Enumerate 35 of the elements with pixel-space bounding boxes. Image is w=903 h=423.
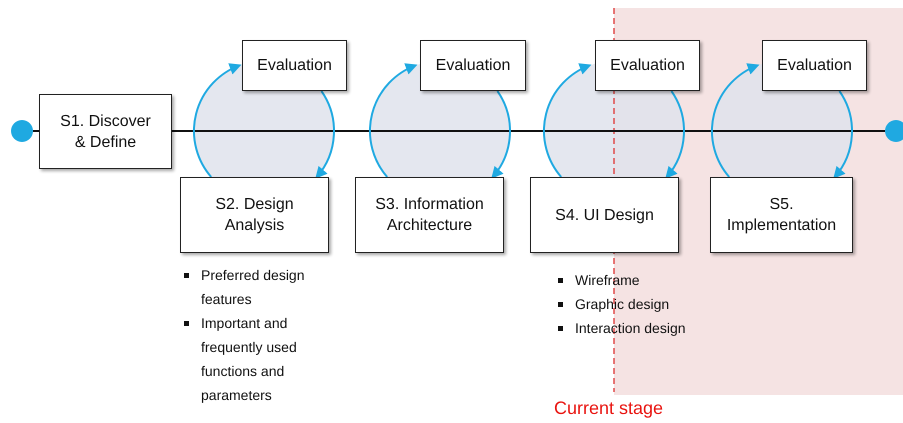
- bullet-item: Graphic design: [557, 292, 717, 316]
- cycle-arrow: [369, 64, 418, 178]
- stage-label: S5. Implementation: [726, 195, 836, 236]
- stage-label: S2. Design Analysis: [214, 195, 295, 236]
- stage-label: S3. Information Architecture: [374, 195, 485, 236]
- stage-marker-label: Current stage: [554, 398, 664, 419]
- stage-label: S1. Discover & Define: [59, 112, 152, 152]
- stage-label: Evaluation: [610, 56, 685, 76]
- cycle-arrow: [833, 90, 853, 179]
- timeline-line: [172, 130, 885, 132]
- stage-label: Evaluation: [257, 56, 332, 76]
- cycle-arrow: [193, 64, 242, 178]
- stage-box: [595, 40, 700, 91]
- stage-box: [355, 177, 504, 253]
- cycle-arrow: [315, 90, 335, 179]
- bullet-item: Preferred design features: [183, 263, 333, 311]
- bullet-item: Interaction design: [557, 316, 717, 340]
- cycle-arrow: [491, 90, 511, 179]
- cycle-arrow: [665, 90, 685, 179]
- stage-box: [39, 94, 172, 169]
- endpoint-dot: [11, 120, 33, 142]
- stage-label: Evaluation: [436, 56, 510, 76]
- stage-label: Evaluation: [777, 56, 852, 76]
- stage-box: [180, 177, 329, 253]
- stage-box: [530, 177, 679, 253]
- stage-box: [242, 40, 347, 91]
- stage-box: [762, 40, 867, 91]
- cycle-arrow: [543, 64, 592, 178]
- bullet-item: Wireframe: [557, 268, 717, 292]
- stage-box: [420, 40, 526, 91]
- cycle-arrow: [711, 64, 760, 178]
- stage-box: [710, 177, 853, 253]
- bullet-item: Important and frequently used functions and parameters: [183, 311, 333, 407]
- timeline-line: [33, 130, 39, 132]
- stage-label: S4. UI Design: [555, 206, 654, 226]
